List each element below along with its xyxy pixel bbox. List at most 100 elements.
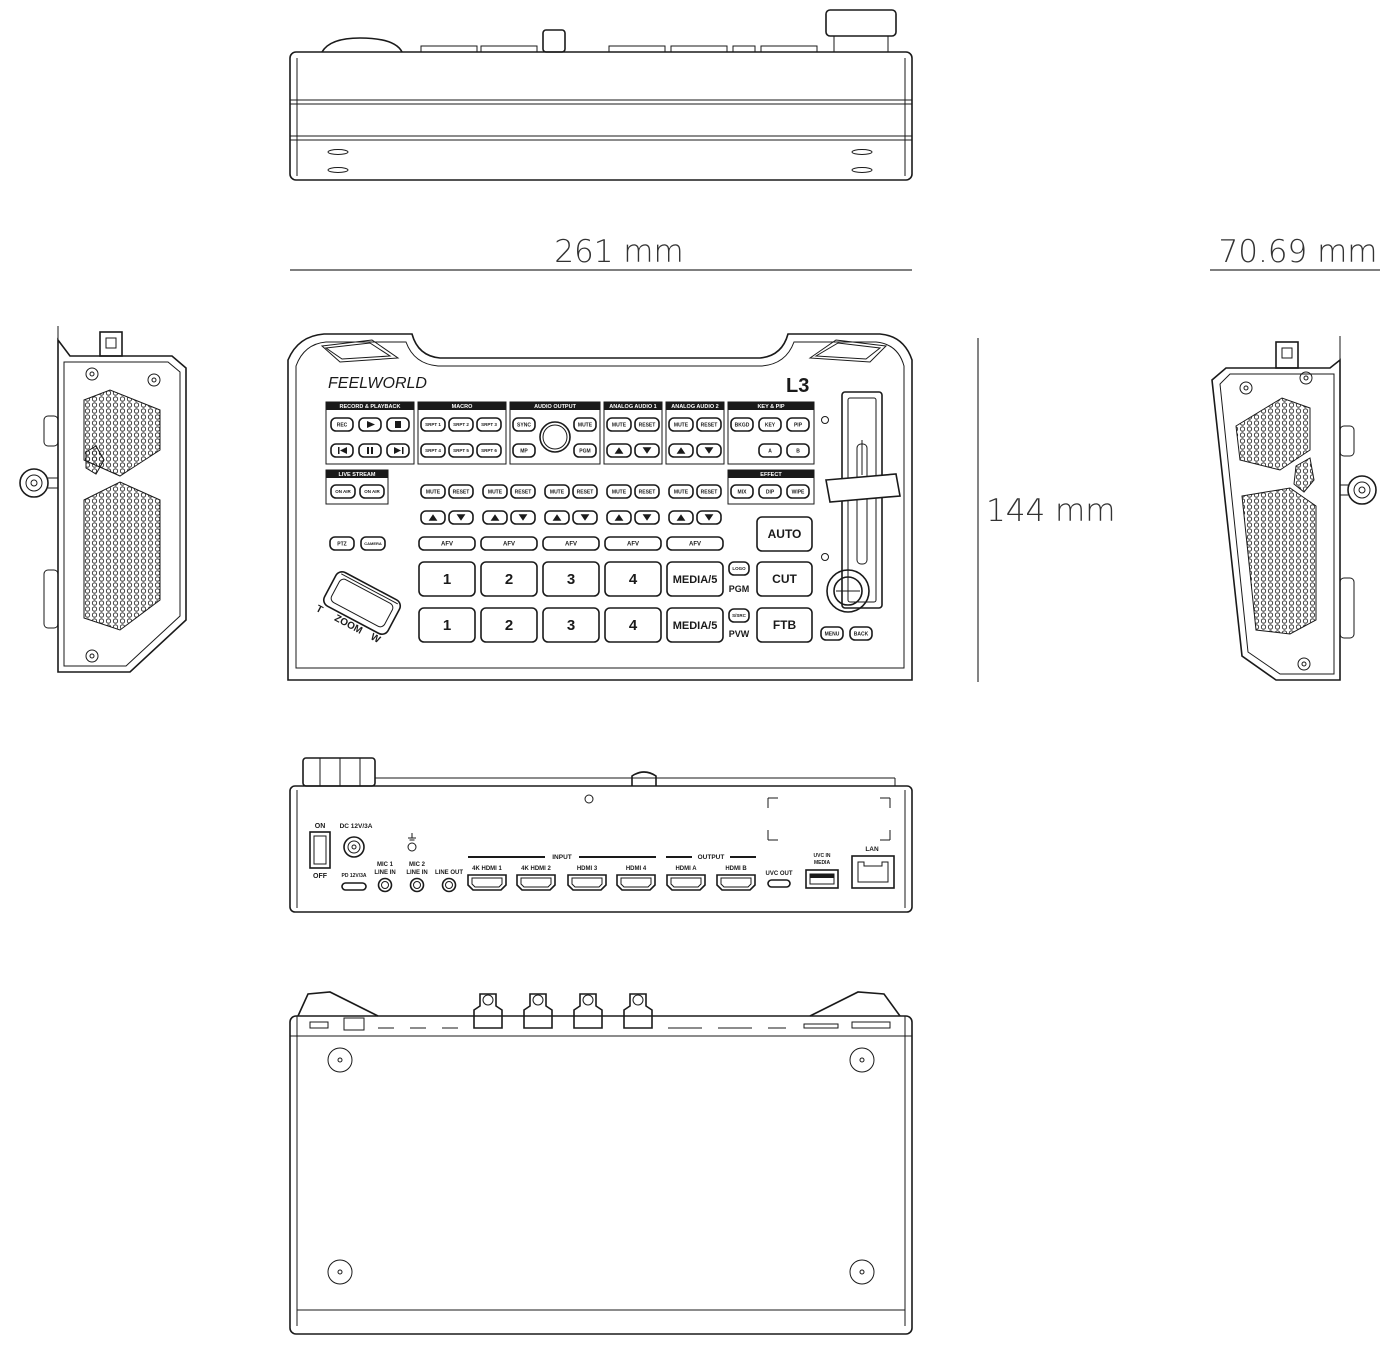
ch5-afv-button[interactable]: AFV xyxy=(666,536,724,551)
hdmi-in2-port[interactable] xyxy=(516,874,556,891)
ptz-button[interactable]: PTZ xyxy=(329,536,355,551)
usb-a-port[interactable] xyxy=(805,869,839,889)
pause-button[interactable] xyxy=(358,443,382,458)
analog1-down-button[interactable] xyxy=(634,443,660,458)
ch1-down-button[interactable] xyxy=(448,510,474,525)
uvc-out-port[interactable] xyxy=(767,879,791,888)
pgm-3-button[interactable]: 3 xyxy=(542,561,600,597)
logo-button[interactable]: LOGO xyxy=(728,561,750,576)
previous-button[interactable] xyxy=(330,443,354,458)
srpt5-button[interactable]: SRPT 5 xyxy=(448,443,474,458)
on-air-1-button[interactable]: ON AIR xyxy=(330,484,356,499)
ch3-reset-button[interactable]: RESET xyxy=(572,484,598,499)
pgm-audio-button[interactable]: PGM xyxy=(573,443,597,458)
mic1-jack[interactable] xyxy=(377,877,393,893)
pgm-1-button[interactable]: 1 xyxy=(418,561,476,597)
ch3-mute-button[interactable]: MUTE xyxy=(544,484,570,499)
ch1-reset-button[interactable]: RESET xyxy=(448,484,474,499)
camera-button[interactable]: CAMERA xyxy=(360,536,386,551)
bkgd-button[interactable]: BKGD xyxy=(730,417,754,432)
pip-button[interactable]: PIP xyxy=(786,417,810,432)
hdmi-in1-port[interactable] xyxy=(467,874,507,891)
menu-button[interactable]: MENU xyxy=(820,626,844,641)
pgm-4-button[interactable]: 4 xyxy=(604,561,662,597)
pvw-media5-button[interactable]: MEDIA/5 xyxy=(666,607,724,643)
ch2-afv-button[interactable]: AFV xyxy=(480,536,538,551)
ch2-up-button[interactable] xyxy=(482,510,508,525)
ch4-up-button[interactable] xyxy=(606,510,632,525)
mic2-jack[interactable] xyxy=(409,877,425,893)
pvw-1-button[interactable]: 1 xyxy=(418,607,476,643)
menu-knob[interactable] xyxy=(826,569,870,613)
ch1-up-button[interactable] xyxy=(420,510,446,525)
analog2-up-button[interactable] xyxy=(668,443,694,458)
srpt3-button[interactable]: SRPT 3 xyxy=(476,417,502,432)
pvw-3-button[interactable]: 3 xyxy=(542,607,600,643)
dc-power-jack[interactable] xyxy=(343,836,365,858)
key-button[interactable]: KEY xyxy=(758,417,782,432)
a-button[interactable]: A xyxy=(758,443,782,458)
ch5-down-button[interactable] xyxy=(696,510,722,525)
pgm-media5-button[interactable]: MEDIA/5 xyxy=(666,561,724,597)
analog1-mute-button[interactable]: MUTE xyxy=(606,417,632,432)
ch3-afv-button[interactable]: AFV xyxy=(542,536,600,551)
analog1-up-button[interactable] xyxy=(606,443,632,458)
auto-button[interactable]: AUTO xyxy=(756,516,813,552)
sync-button[interactable]: SYNC xyxy=(512,417,536,432)
pause-icon xyxy=(367,447,369,454)
srpt1-button[interactable]: SRPT 1 xyxy=(420,417,446,432)
on-air-2-button[interactable]: ON AIR xyxy=(359,484,385,499)
audio-mute-button[interactable]: MUTE xyxy=(573,417,597,432)
usb-c-pd-port[interactable] xyxy=(341,882,367,891)
next-button[interactable] xyxy=(386,443,410,458)
srpt6-button[interactable]: SRPT 6 xyxy=(476,443,502,458)
ch4-reset-button[interactable]: RESET xyxy=(634,484,660,499)
pvw-label: PVW xyxy=(729,629,750,639)
zoom-rocker[interactable] xyxy=(321,569,402,636)
analog1-reset-button[interactable]: RESET xyxy=(634,417,660,432)
ftb-button[interactable]: FTB xyxy=(756,607,813,643)
ch4-down-button[interactable] xyxy=(634,510,660,525)
mp-button[interactable]: MP xyxy=(512,443,536,458)
ch4-afv-button[interactable]: AFV xyxy=(604,536,662,551)
lan-port[interactable] xyxy=(851,855,895,889)
cut-button[interactable]: CUT xyxy=(756,561,813,597)
pvw-4-button[interactable]: 4 xyxy=(604,607,662,643)
analog2-mute-button[interactable]: MUTE xyxy=(668,417,694,432)
audio-volume-knob[interactable] xyxy=(539,421,571,453)
hdmi-in4-port[interactable] xyxy=(616,874,656,891)
ch5-mute-button[interactable]: MUTE xyxy=(668,484,694,499)
ch1-afv-button[interactable]: AFV xyxy=(418,536,476,551)
ch4-strip: MUTE RESET AFV xyxy=(604,484,662,551)
ch3-down-button[interactable] xyxy=(572,510,598,525)
hdmi-in3-port[interactable] xyxy=(567,874,607,891)
analog2-down-button[interactable] xyxy=(696,443,722,458)
ch5-up-button[interactable] xyxy=(668,510,694,525)
ch2-mute-button[interactable]: MUTE xyxy=(482,484,508,499)
power-switch[interactable] xyxy=(309,831,331,869)
pvw-2-button[interactable]: 2 xyxy=(480,607,538,643)
stop-button[interactable] xyxy=(386,417,410,432)
ch1-mute-button[interactable]: MUTE xyxy=(420,484,446,499)
ch2-down-button[interactable] xyxy=(510,510,536,525)
t-bar[interactable] xyxy=(825,391,901,609)
hdmi-b-port[interactable] xyxy=(716,874,756,891)
ssrc-button[interactable]: S/SRC xyxy=(728,608,750,623)
ch3-up-button[interactable] xyxy=(544,510,570,525)
ch5-reset-button[interactable]: RESET xyxy=(696,484,722,499)
analog2-reset-button[interactable]: RESET xyxy=(696,417,722,432)
play-button[interactable] xyxy=(358,417,382,432)
record-button[interactable]: REC xyxy=(330,417,354,432)
srpt2-button[interactable]: SRPT 2 xyxy=(448,417,474,432)
hdmi-a-port[interactable] xyxy=(666,874,706,891)
mix-button[interactable]: MIX xyxy=(730,484,754,499)
ch4-mute-button[interactable]: MUTE xyxy=(606,484,632,499)
srpt4-button[interactable]: SRPT 4 xyxy=(420,443,446,458)
ch2-reset-button[interactable]: RESET xyxy=(510,484,536,499)
line-out-jack[interactable] xyxy=(441,877,457,893)
back-button[interactable]: BACK xyxy=(849,626,873,641)
b-button[interactable]: B xyxy=(786,443,810,458)
dip-button[interactable]: DIP xyxy=(758,484,782,499)
pgm-2-button[interactable]: 2 xyxy=(480,561,538,597)
wipe-button[interactable]: WIPE xyxy=(786,484,810,499)
